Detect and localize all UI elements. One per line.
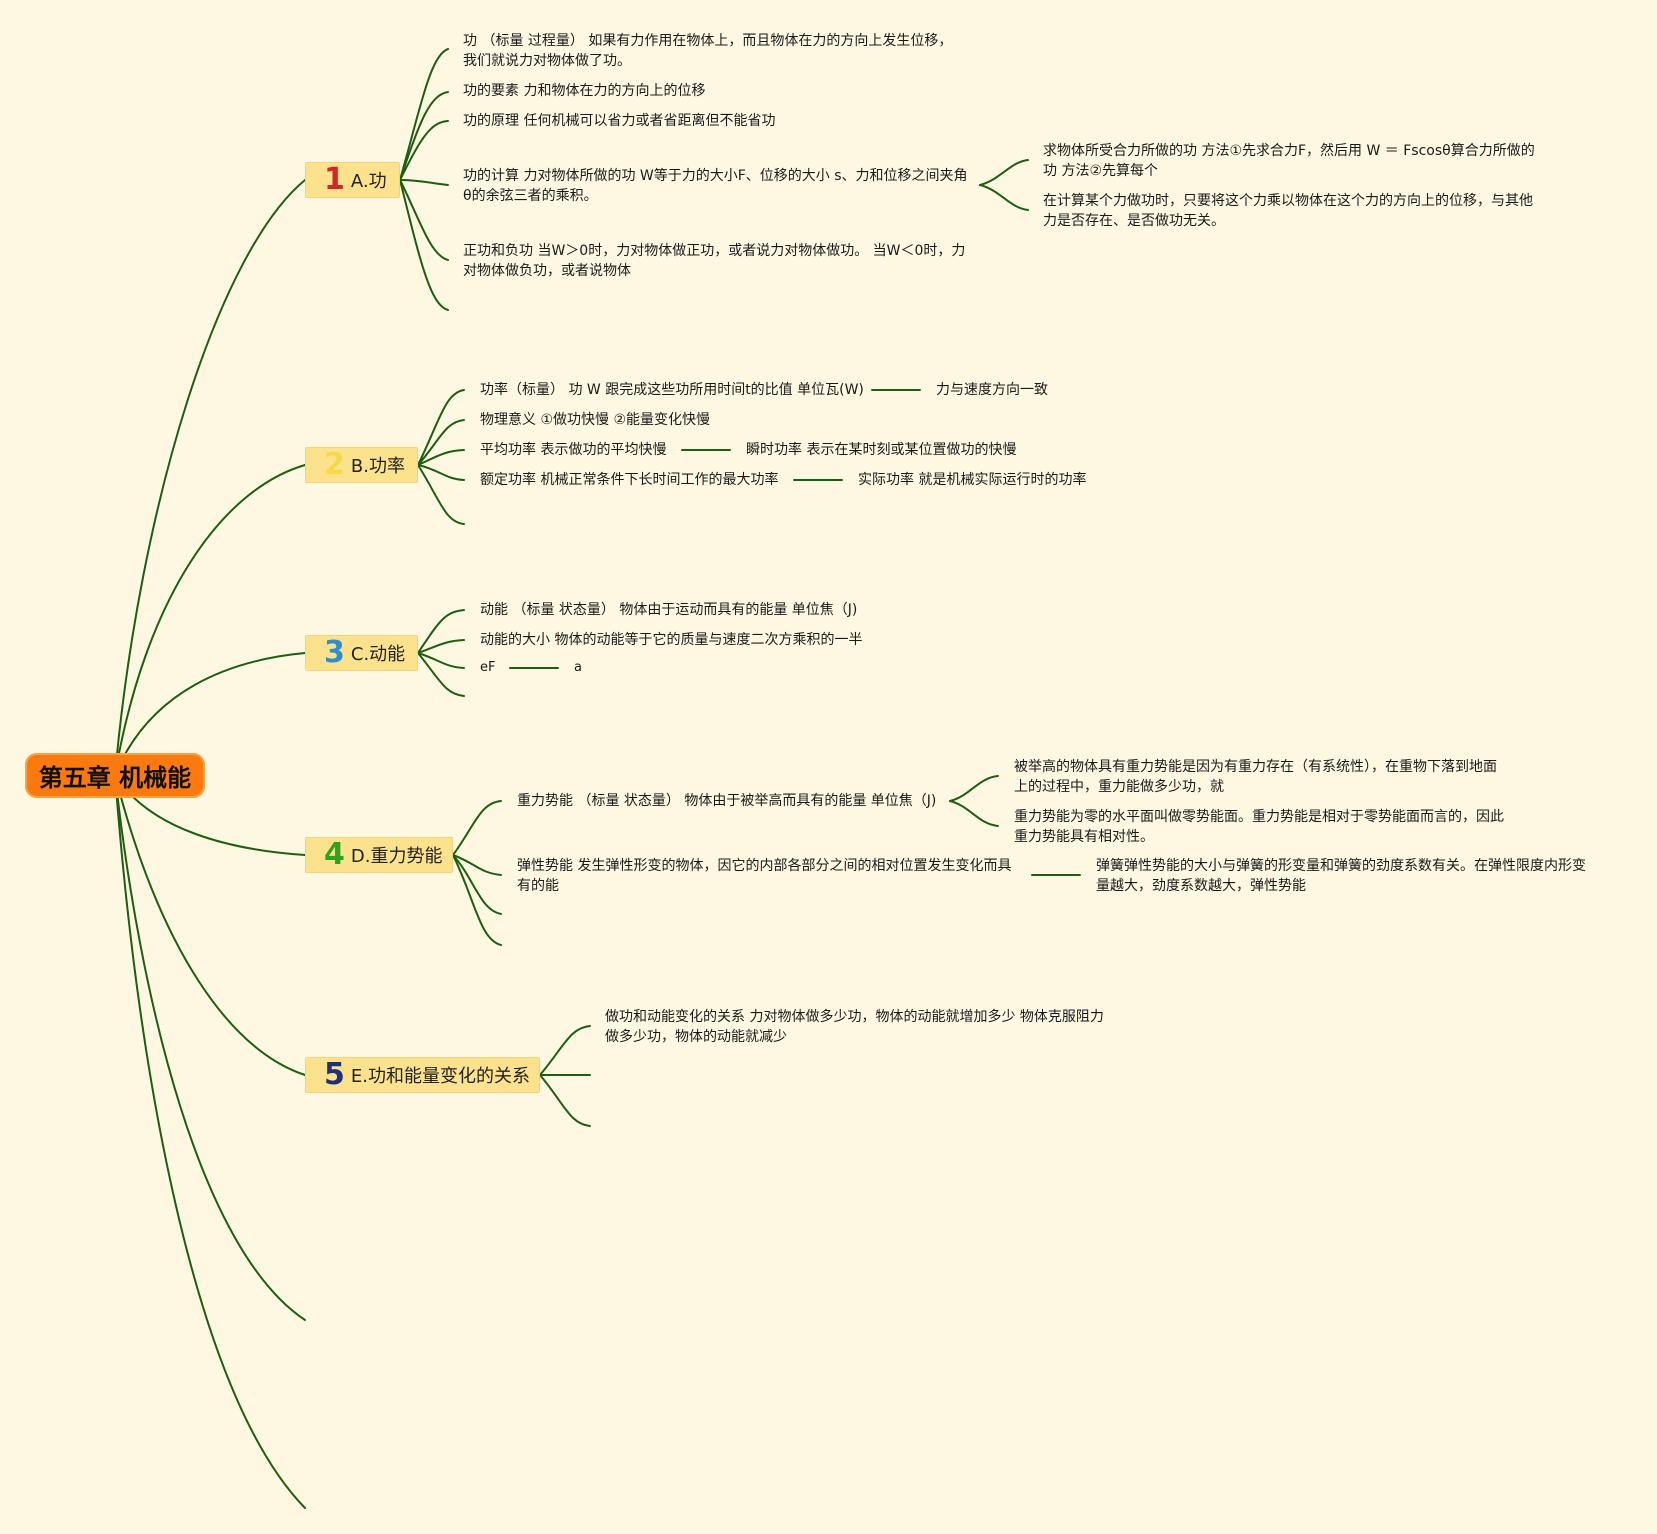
link-d-3 [452,854,502,915]
link-c-1 [417,609,465,654]
branch-label: B.功率 [350,456,405,477]
branch-c-item-1[interactable]: 动能 （标量 状态量） 物体由于运动而具有的能量 单位焦（J) [480,602,858,618]
branch-d-item-2-child-1[interactable]: 弹簧弹性势能的大小与弹簧的形变量和弹簧的劲度系数有关。在弹性限度内形变量越大，劲… [1096,858,1586,894]
branch-b[interactable]: 2 B.功率 [305,447,418,483]
branch-d-item-1-child-1[interactable]: 被举高的物体具有重力势能是因为有重力存在（有系统性），在重物下落到地面上的过程中… [1014,759,1497,795]
link-b-4 [417,464,465,481]
branch-a-item-4-child-1[interactable]: 求物体所受合力所做的功 方法①先求合力F，然后用 W ＝ Fscosθ算合力所做… [1043,143,1535,179]
link-a-3 [399,120,449,181]
branch-a-item-2[interactable]: 功的要素 力和物体在力的方向上的位移 [463,83,706,99]
branch-d-item-2[interactable]: 弹性势能 发生弹性形变的物体，因它的内部各部分之间的相对位置发生变化而具有的能 [517,858,1012,894]
branch-number-icon: 5 [324,1057,345,1092]
link-d-2 [452,854,502,876]
branch-c-item-2[interactable]: 动能的大小 物体的动能等于它的质量与速度二次方乘积的一半 [480,632,863,648]
branch-b-item-3-child-1[interactable]: 瞬时功率 表示在某时刻或某位置做功的快慢 [746,442,1017,458]
branch-number-icon: 4 [324,837,345,872]
link-root-empty-2 [114,774,306,1509]
branch-number-icon: 3 [324,635,345,670]
root-topic[interactable]: 第五章 机械能 [25,753,205,798]
link-root-b [114,464,306,776]
branch-b-item-4[interactable]: 额定功率 机械正常条件下长时间工作的最大功率 [480,472,779,488]
branch-b-item-4-child-1[interactable]: 实际功率 就是机械实际运行时的功率 [858,472,1087,488]
branch-a-item-3[interactable]: 功的原理 任何机械可以省力或者省距离但不能省功 [463,113,776,129]
link-a-4a [979,159,1029,186]
branch-a-item-5[interactable]: 正功和负功 当W＞0时，力对物体做正功，或者说力对物体做功。 当W＜0时，力对物… [463,243,966,279]
branch-c[interactable]: 3 C.动能 [305,635,418,671]
branch-label: E.功和能量变化的关系 [350,1066,530,1087]
link-b-1 [417,389,465,466]
branch-e-item-1[interactable]: 做功和动能变化的关系 力对物体做多少功，物体的动能就增加多少 物体克服阻力做多少… [605,1009,1104,1045]
branch-c-item-3[interactable]: eF [480,660,496,675]
link-a-4b [979,184,1029,211]
link-d-1a [949,775,999,802]
link-c-2 [417,639,465,654]
branch-a[interactable]: 1 A.功 [305,162,400,198]
branch-number-icon: 1 [324,162,345,197]
link-b-5 [417,464,465,525]
link-b-2 [417,419,465,466]
link-a-2 [399,91,449,181]
branch-b-item-1-child-1[interactable]: 力与速度方向一致 [936,382,1048,398]
link-a-6 [399,179,449,311]
branch-label: D.重力势能 [350,846,443,867]
link-a-5 [399,179,449,261]
branch-e[interactable]: 5 E.功和能量变化的关系 [305,1057,540,1093]
link-root-e [114,774,306,1076]
root-title: 第五章 机械能 [38,764,192,792]
link-root-c [114,652,306,776]
link-a-4 [399,179,449,186]
link-e-1 [539,1025,591,1076]
link-b-3 [417,449,465,466]
link-a-1 [399,48,449,181]
branch-a-item-4[interactable]: 功的计算 力对物体所做的功 W等于力的大小F、位移的大小 s、力和位移之间夹角θ… [463,168,968,204]
branch-d-item-1[interactable]: 重力势能 （标量 状态量） 物体由于被举高而具有的能量 单位焦（J) [517,793,937,809]
link-e-3 [539,1074,591,1127]
link-c-3 [417,652,465,669]
branch-a-item-1[interactable]: 功 （标量 过程量） 如果有力作用在物体上，而且物体在力的方向上发生位移，我们就… [463,33,953,69]
branch-b-item-1[interactable]: 功率（标量） 功 W 跟完成这些功所用时间t的比值 单位瓦(W) [480,382,864,398]
branch-a-item-4-child-2[interactable]: 在计算某个力做功时，只要将这个力乘以物体在这个力的方向上的位移，与其他力是否存在… [1043,193,1533,229]
branch-b-item-2[interactable]: 物理意义 ①做功快慢 ②能量变化快慢 [480,412,711,428]
branch-d[interactable]: 4 D.重力势能 [305,837,453,873]
branch-c-item-3-child-1[interactable]: a [574,660,582,675]
link-d-1 [452,800,502,856]
branch-d-item-1-child-2[interactable]: 重力势能为零的水平面叫做零势能面。重力势能是相对于零势能面而言的，因此重力势能具… [1014,809,1504,845]
branch-number-icon: 2 [324,447,345,482]
link-root-a [114,179,306,776]
link-c-4 [417,652,465,697]
branch-label: A.功 [350,171,387,192]
link-d-1b [949,800,999,827]
link-d-4 [452,854,502,946]
link-root-empty-1 [114,774,306,1321]
branch-b-item-3[interactable]: 平均功率 表示做功的平均快慢 [480,442,667,458]
branch-label: C.动能 [350,644,406,665]
